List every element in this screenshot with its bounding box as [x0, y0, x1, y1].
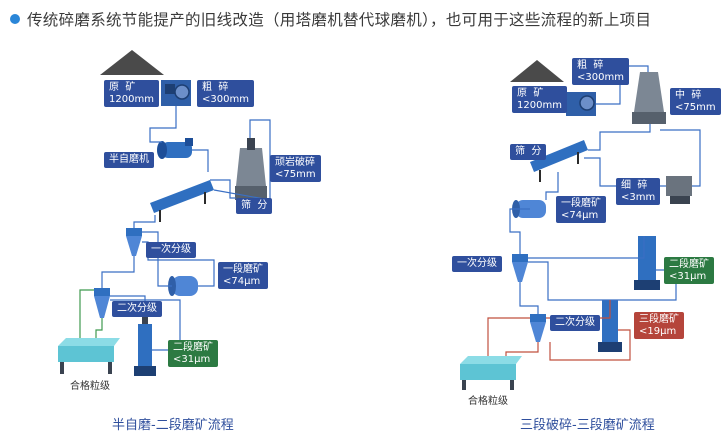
label-screen-left: 筛 分 [236, 198, 273, 214]
label-product-right: 合格粒级 [468, 396, 508, 407]
label-mill1-right: 一段磨矿 <74μm [556, 196, 606, 223]
label-product-left: 合格粒级 [70, 381, 110, 392]
cyclone-2-icon [94, 288, 110, 318]
ore-pile-icon [100, 50, 164, 75]
tower-mill-1-icon-right [634, 236, 660, 290]
page-title: 传统碎磨系统节能提产的旧线改造（用塔磨机替代球磨机），也可用于这些流程的新上项目 [27, 11, 652, 29]
label-class2-right: 二次分级 [550, 315, 600, 331]
label-sag-mill-left: 半自磨机 [104, 152, 154, 168]
label-class1-right: 一次分级 [452, 256, 502, 272]
fine-crusher-icon-right [666, 176, 692, 204]
caption-right: 三段破碎-三段磨矿流程 [520, 418, 655, 433]
cyclone-1-icon-right [512, 254, 528, 282]
ore-pile-icon-right [510, 60, 564, 82]
header: 传统碎磨系统节能提产的旧线改造（用塔磨机替代球磨机），也可用于这些流程的新上项目 [10, 6, 651, 32]
label-medium-right: 中 碎 <75mm [670, 88, 721, 115]
label-class1-left: 一次分级 [146, 242, 196, 258]
label-mill2-left: 二段磨矿 <31μm [168, 340, 218, 367]
jaw-crusher-icon [161, 80, 191, 106]
bullet-icon [10, 14, 20, 24]
tower-mill-icon [134, 310, 156, 376]
ball-mill-1-icon [168, 276, 198, 296]
label-class2-left: 二次分级 [112, 301, 162, 317]
label-raw-ore-right: 原 矿 1200mm [512, 86, 567, 113]
label-mill3-right: 三段磨矿 <19μm [634, 312, 684, 339]
label-raw-ore-left: 原 矿 1200mm [104, 80, 159, 107]
label-fine-right: 细 碎 <3mm [616, 178, 661, 205]
label-coarse-left: 粗 碎 <300mm [197, 80, 254, 107]
product-tank-icon [58, 338, 120, 374]
jaw-crusher-icon-right [566, 92, 596, 116]
label-coarse-right: 粗 碎 <300mm [572, 58, 629, 85]
cyclone-1-icon [126, 228, 142, 256]
product-tank-icon-right [460, 356, 522, 390]
label-pebble-left: 顽岩破碎 <75mm [270, 155, 321, 182]
cyclone-2-icon-right [530, 314, 546, 342]
caption-left: 半自磨-二段磨矿流程 [112, 418, 234, 433]
label-mill1-left: 一段磨矿 <74μm [218, 262, 268, 289]
right-flowsheet [460, 60, 701, 390]
label-mill2-right: 二段磨矿 <31μm [664, 257, 714, 284]
pebble-crusher-icon [235, 138, 267, 200]
label-screen-right: 筛 分 [510, 144, 547, 160]
tower-mill-2-icon-right [598, 300, 622, 352]
sag-mill-icon [157, 138, 193, 159]
cone-crusher-icon-right [632, 72, 666, 124]
screen-icon [150, 180, 214, 222]
screen-icon-right [530, 140, 588, 182]
